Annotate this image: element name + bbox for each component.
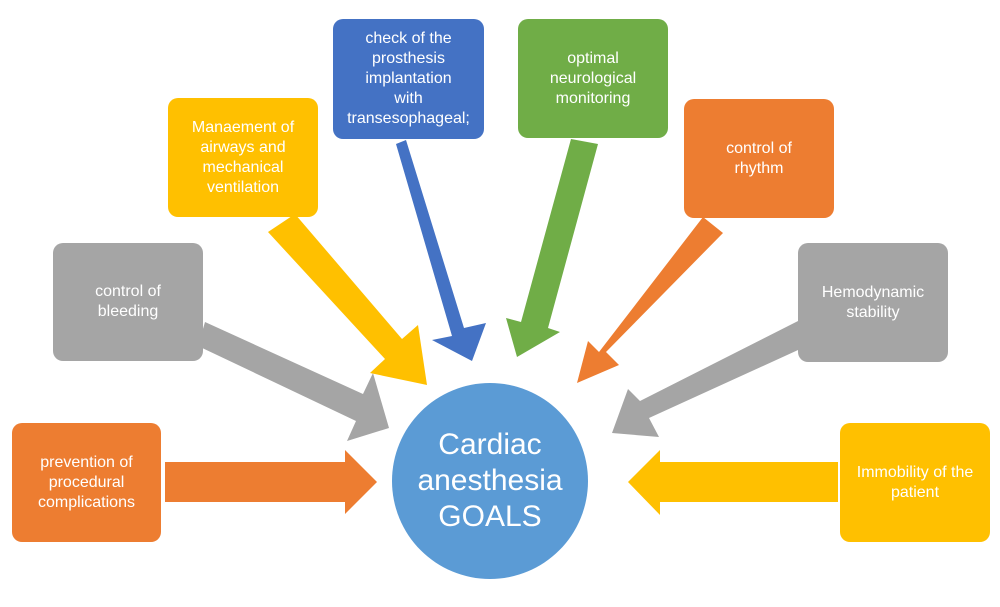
arrow-airways [268, 214, 427, 385]
goal-box-prevention: prevention of procedural complications [12, 423, 161, 542]
center-title: Cardiac anesthesia GOALS [417, 428, 563, 533]
goal-box-immobility: Immobility of the patient [840, 423, 990, 542]
arrow-prosthesis [396, 140, 486, 361]
goal-box-rhythm: control of rhythm [684, 99, 834, 218]
arrow-hemodynamic [612, 320, 809, 437]
goal-box-hemodynamic: Hemodynamic stability [798, 243, 948, 362]
arrow-neuro [506, 139, 598, 357]
goal-label-prevention: prevention of procedural complications [38, 453, 135, 511]
goal-label-neuro: optimal neurological monitoring [549, 49, 637, 107]
goal-box-neuro: optimal neurological monitoring [518, 19, 668, 138]
arrow-immobility [628, 450, 838, 515]
goal-label-immobility: Immobility of the patient [856, 463, 974, 501]
goal-label-hemodynamic: Hemodynamic stability [821, 283, 925, 321]
goal-box-prosthesis: check of the prosthesis implantation wit… [333, 19, 484, 139]
goal-box-airways: Manaement of airways and mechanical vent… [168, 98, 318, 217]
arrow-bleeding [198, 322, 389, 441]
goal-box-bleeding: control of bleeding [53, 243, 203, 361]
arrow-rhythm [577, 217, 723, 383]
goal-label-prosthesis: check of the prosthesis implantation wit… [347, 30, 470, 127]
center-circle: Cardiac anesthesia GOALS [392, 383, 588, 579]
goal-label-bleeding: control of bleeding [95, 283, 161, 320]
goal-label-airways: Manaement of airways and mechanical vent… [191, 118, 295, 196]
arrow-prevention [165, 450, 377, 514]
goal-label-rhythm: control of rhythm [726, 139, 792, 177]
